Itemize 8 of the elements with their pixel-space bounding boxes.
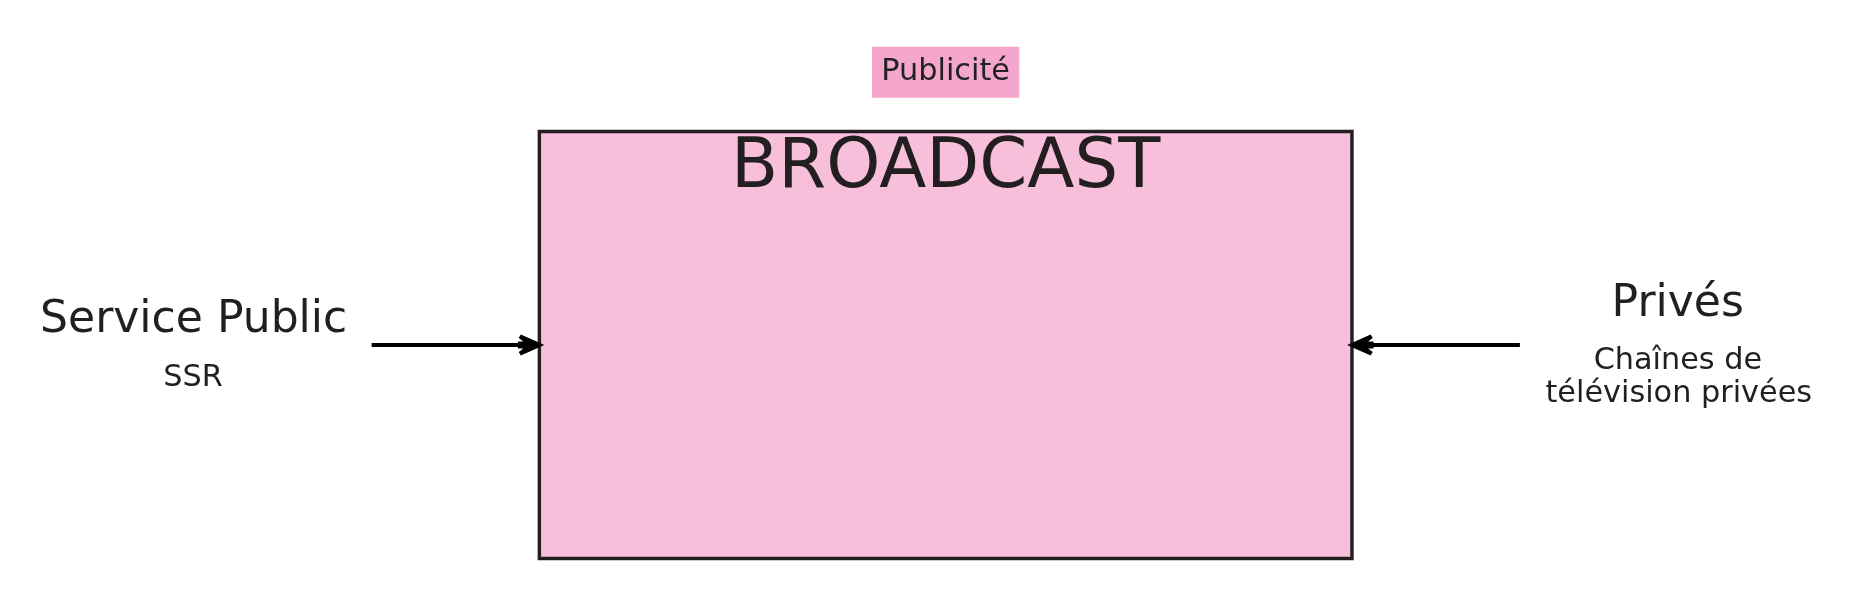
node-box: BROADCAST — [537, 129, 1354, 561]
node-label: Chaînes de télévision privées — [1545, 341, 1813, 410]
node-text: Privés — [1611, 274, 1744, 326]
arrow — [371, 334, 542, 356]
node-text: Service Public — [40, 291, 348, 343]
arrow — [1350, 334, 1520, 356]
node-box: Publicité — [871, 46, 1020, 98]
node-label: SSR — [163, 357, 223, 393]
